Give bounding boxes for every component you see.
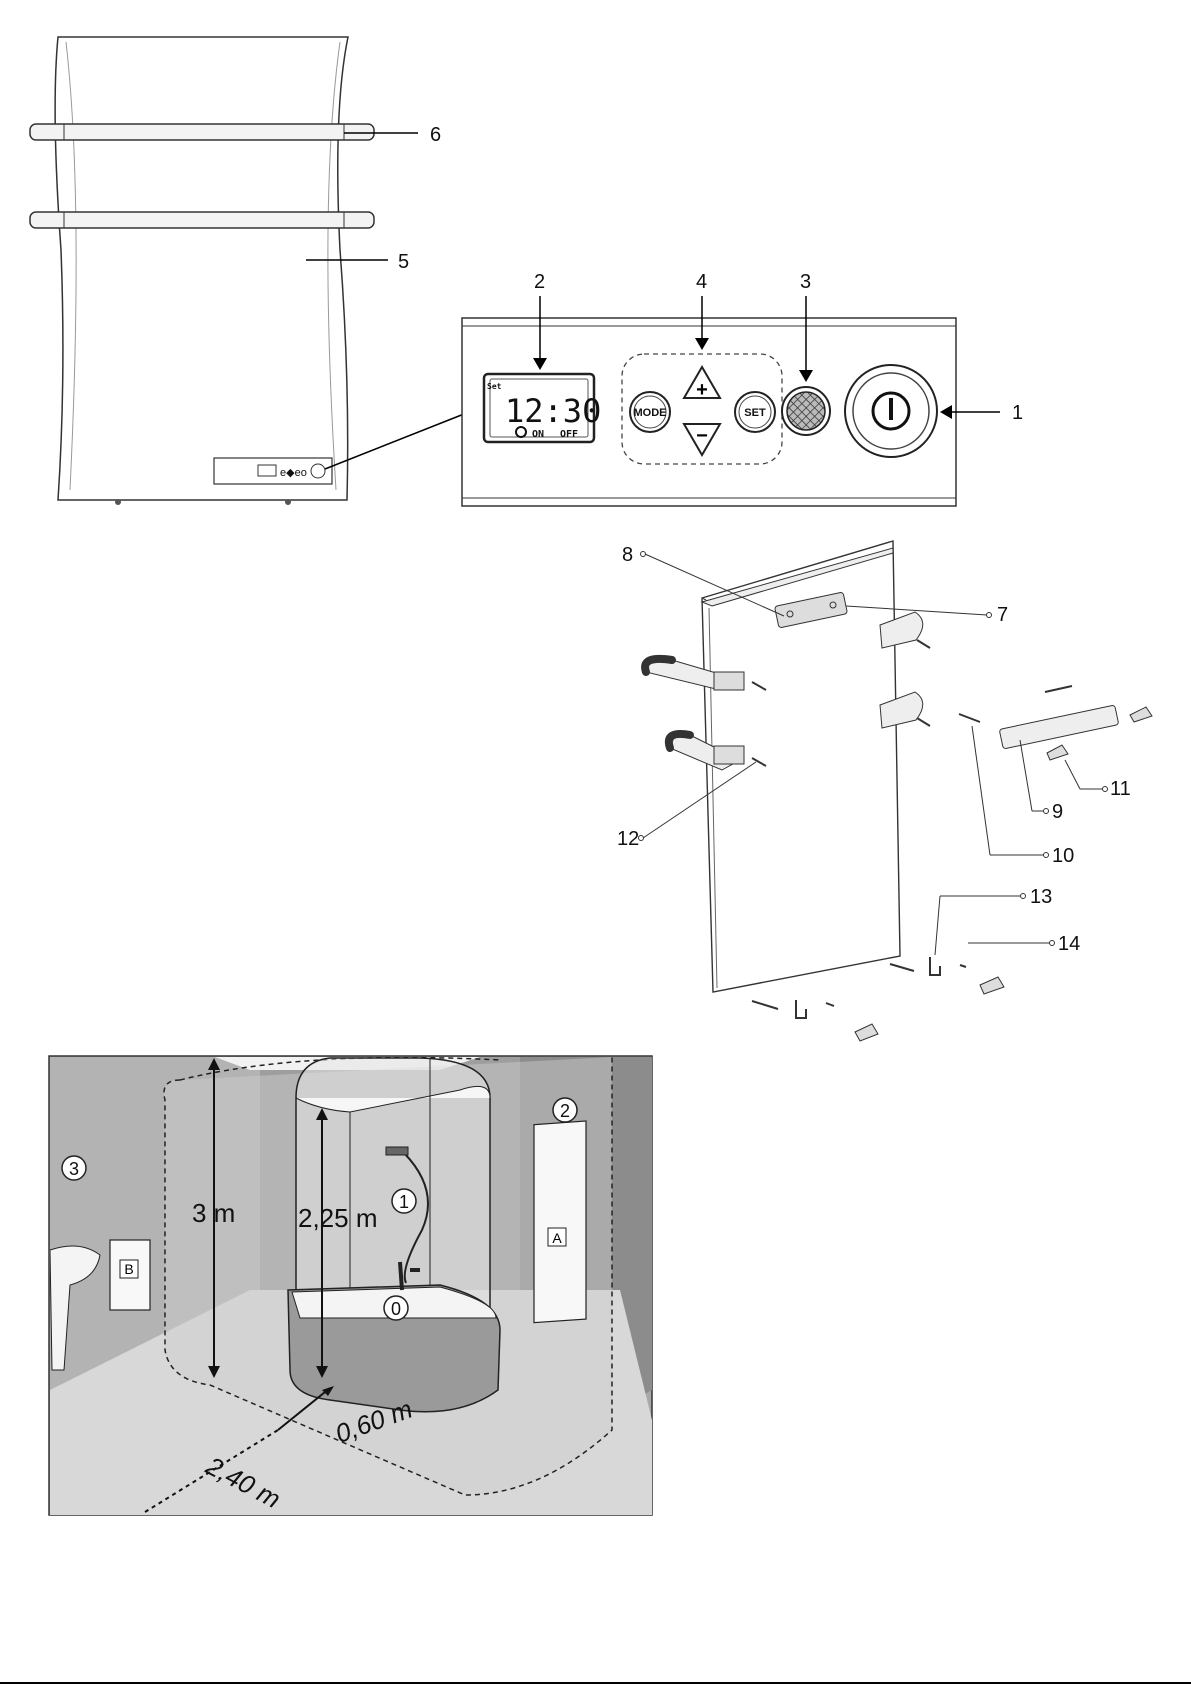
set-button-label: SET (744, 407, 766, 419)
callout-6: 6 (430, 124, 441, 146)
towel-bar-top (30, 124, 374, 140)
lcd-off-label: OFF (560, 429, 578, 440)
callout-11: 11 (1110, 778, 1131, 800)
mode-button-label: MODE (634, 407, 667, 419)
mini-control-glyphs: e◆eo (280, 467, 307, 479)
appliance-b-label: B (124, 1261, 133, 1277)
callout-8: 8 (622, 544, 633, 566)
exploded-mounting-view: 8 7 12 11 9 10 13 14 (617, 541, 1152, 1041)
callout-4: 4 (696, 271, 707, 293)
callout-9: 9 (1052, 801, 1063, 823)
wall-plugs (855, 707, 1152, 1041)
heater-foot-right (285, 499, 291, 505)
lcd-on-label: ON (532, 429, 544, 440)
callout-12: 12 (617, 828, 639, 850)
minus-button-label: − (696, 425, 708, 447)
heater-front-view: 6 5 e◆eo (30, 37, 464, 505)
shower-head (386, 1147, 408, 1155)
zone-2-label: 2 (560, 1101, 570, 1121)
towel-bar-bottom (30, 212, 374, 228)
spare-wall-bracket (999, 705, 1119, 749)
lcd-time: 12:30 (505, 392, 601, 430)
zone-1-label: 1 (399, 1192, 409, 1212)
heater-foot-left (115, 499, 121, 505)
mini-power-button (311, 464, 325, 478)
height-3m-label: 3 m (192, 1198, 235, 1228)
zone-0-label: 0 (391, 1299, 401, 1319)
heater-body (55, 37, 348, 500)
callout-10: 10 (1052, 845, 1074, 867)
height-225m-label: 2,25 m (298, 1203, 378, 1233)
callout-14: 14 (1058, 933, 1080, 955)
page-footer-rule (0, 1682, 1191, 1684)
appliance-a (534, 1121, 586, 1323)
callout-3: 3 (800, 271, 811, 293)
lcd-set-indicator: Set (487, 382, 502, 391)
callout-2: 2 (534, 271, 545, 293)
appliance-a-label: A (552, 1230, 562, 1246)
bathroom-zones-illustration: A B 3 m 2,25 m 0,60 m 2,40 m 0 1 2 (49, 1056, 652, 1515)
zone-3-label: 3 (69, 1159, 79, 1179)
plus-button-label: + (696, 379, 708, 401)
callout-1: 1 (1012, 402, 1023, 424)
callout-13: 13 (1030, 886, 1052, 908)
control-panel-closeup: 2 4 3 1 Set 12:30 ON OFF MODE SET + − (462, 271, 1023, 506)
callout-5: 5 (398, 251, 409, 273)
callout-7: 7 (997, 604, 1008, 626)
